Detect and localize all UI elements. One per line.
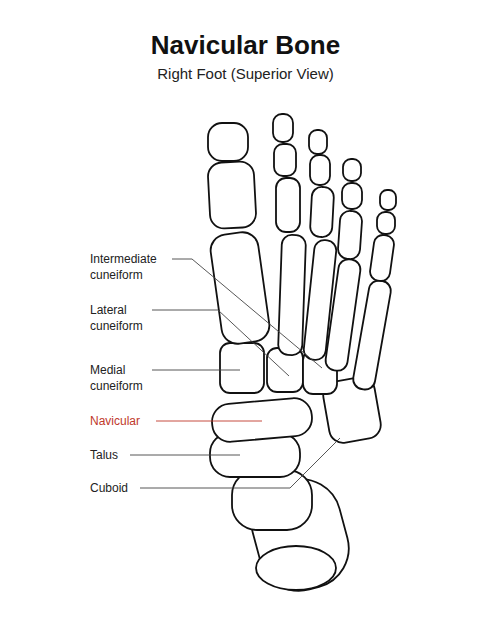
part-label: Talus [90,447,128,463]
part-label: Medial cuneiform [90,362,150,394]
metatarsal-bones [209,230,393,391]
leader-line [156,421,262,422]
leader-line [172,259,322,368]
title: Navicular Bone [0,30,491,61]
subtitle: Right Foot (Superior View) [0,66,491,82]
part-label: Cuboid [90,480,138,496]
leader-line [130,455,240,456]
leader-line [152,370,240,371]
leader-lines [130,259,340,488]
part-label: Intermediate cuneiform [90,251,170,283]
leader-line [152,310,289,376]
leader-line [140,438,340,488]
phalanx-bones [207,114,396,282]
part-label: Navicular [90,413,154,429]
part-label: Lateral cuneiform [90,302,150,334]
